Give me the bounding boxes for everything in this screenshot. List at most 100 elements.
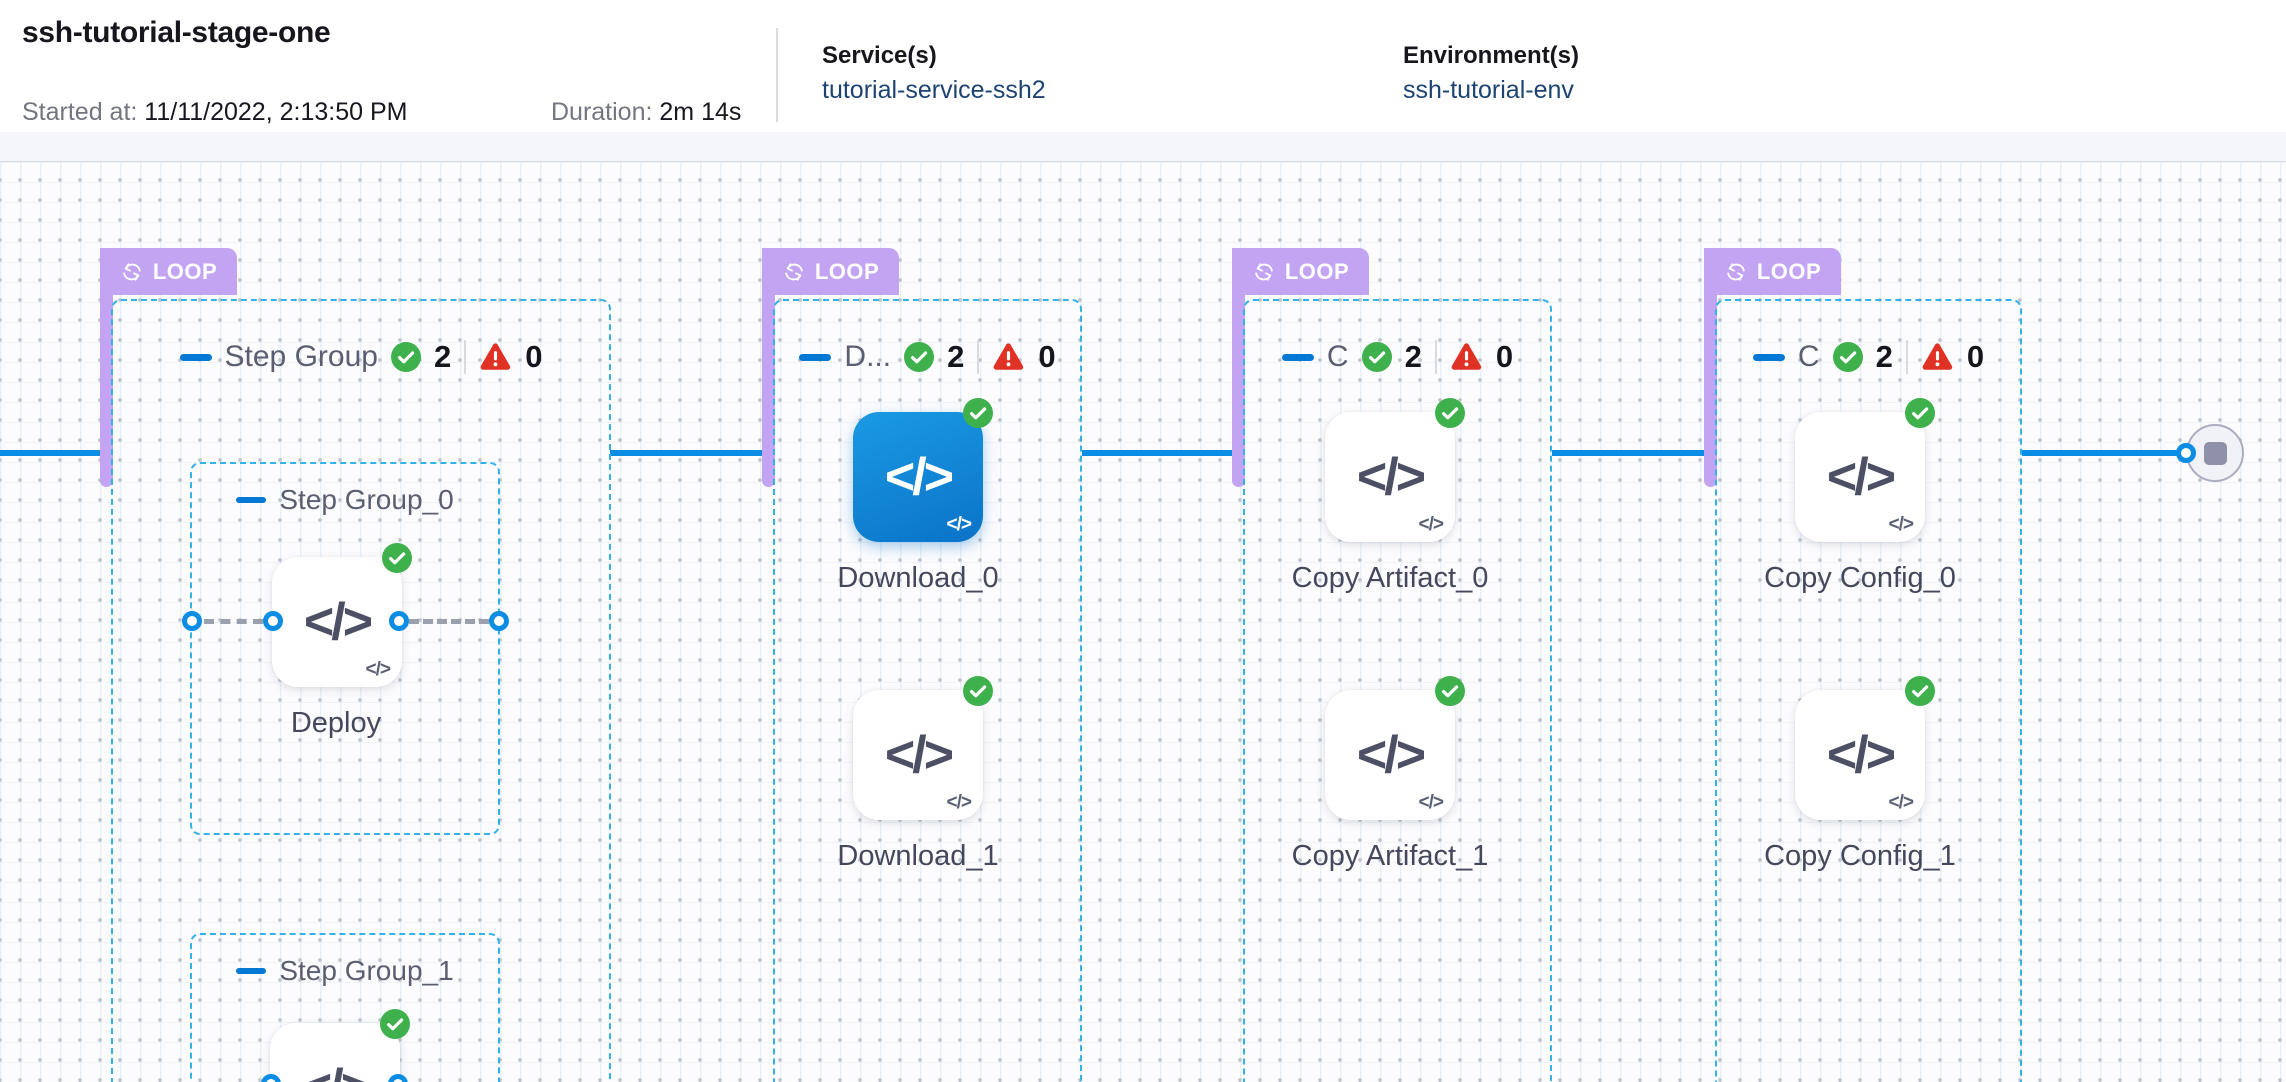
count-divider: [1434, 340, 1437, 374]
success-icon: [1361, 342, 1392, 372]
started-at: Started at: 11/11/2022, 2:13:50 PM: [22, 98, 407, 127]
started-at-label: Started at:: [22, 98, 145, 126]
environments-label: Environment(s): [1403, 42, 1580, 69]
step-group-header[interactable]: D... 2 0: [773, 336, 1082, 378]
step-success-icon: [1435, 676, 1465, 706]
step-group-header[interactable]: Step Group 2 0: [111, 336, 611, 378]
collapse-icon[interactable]: [236, 968, 267, 974]
stop-icon: [2203, 441, 2227, 465]
step-group-container[interactable]: [1243, 299, 1552, 1082]
step-label: Download_0: [837, 562, 999, 594]
duration-value: 2m 14s: [659, 98, 742, 126]
step-success-icon: [1905, 398, 1935, 428]
failed-count: 0: [1495, 339, 1514, 374]
connector-port[interactable]: [388, 1074, 408, 1082]
connector-port: [2176, 443, 2196, 463]
step-group-container[interactable]: [111, 299, 611, 1082]
loop-badge-label: LOOP: [152, 258, 218, 284]
loop-badge-label: LOOP: [1756, 258, 1822, 284]
step-card-download-0[interactable]: </> </>: [853, 412, 983, 542]
count-divider: [1905, 340, 1908, 374]
service-link[interactable]: tutorial-service-ssh2: [822, 76, 1046, 104]
step-card-copy-config-1[interactable]: </> </>: [1795, 690, 1925, 820]
code-icon: </>: [1356, 726, 1426, 784]
collapse-icon[interactable]: [179, 353, 212, 361]
loop-ribbon-strip: [100, 248, 113, 487]
success-count: 2: [1875, 339, 1893, 374]
execution-line-segment: [1552, 450, 1715, 456]
inner-step-group[interactable]: [190, 462, 500, 835]
collapse-icon[interactable]: [1281, 353, 1314, 361]
failed-count: 0: [525, 339, 543, 374]
step-success-icon: [1435, 398, 1465, 428]
failed-icon: [480, 343, 511, 370]
duration: Duration: 2m 14s: [551, 98, 741, 127]
connector-port[interactable]: [261, 1074, 281, 1082]
step-card[interactable]: </>: [270, 1023, 400, 1082]
step-group-container[interactable]: [773, 299, 1082, 1082]
connector-port[interactable]: [263, 611, 283, 631]
loop-badge-label: LOOP: [814, 258, 880, 284]
loop-badge[interactable]: LOOP: [100, 248, 237, 295]
step-card-copy-artifact-0[interactable]: </> </>: [1325, 412, 1455, 542]
loop-icon: [123, 262, 141, 281]
loop-icon: [785, 262, 803, 281]
loop-ribbon-strip: [762, 248, 775, 487]
collapse-icon[interactable]: [236, 497, 267, 503]
step-success-icon: [382, 543, 412, 573]
inner-step-group-header[interactable]: Step Group_0: [190, 482, 500, 518]
step-success-icon: [963, 398, 993, 428]
mini-code-icon: </>: [1418, 792, 1445, 813]
step-dashed-connector: [204, 619, 263, 624]
collapse-icon[interactable]: [799, 353, 832, 361]
code-icon: </>: [270, 1023, 400, 1082]
count-divider: [464, 340, 467, 374]
services-label: Service(s): [822, 42, 937, 69]
mini-code-icon: </>: [1418, 514, 1445, 535]
code-icon: </>: [1826, 448, 1896, 506]
inner-group-label: Step Group_1: [279, 955, 454, 986]
loop-ribbon-strip: [1232, 248, 1245, 487]
connector-port[interactable]: [489, 611, 509, 631]
mini-code-icon: </>: [1888, 514, 1915, 535]
step-success-icon: [963, 676, 993, 706]
loop-badge[interactable]: LOOP: [762, 248, 899, 295]
step-success-icon: [1905, 676, 1935, 706]
step-dashed-connector: [409, 619, 489, 624]
loop-icon: [1255, 262, 1273, 281]
header-divider: [776, 28, 778, 122]
step-label: Deploy: [290, 707, 382, 739]
step-group-header[interactable]: C 2 0: [1715, 336, 2022, 378]
step-card-deploy[interactable]: </> </>: [272, 557, 402, 687]
step-group-header[interactable]: C 2 0: [1243, 336, 1552, 378]
step-group-container[interactable]: [1715, 299, 2022, 1082]
success-icon: [904, 342, 935, 372]
step-card-copy-artifact-1[interactable]: </> </>: [1325, 690, 1455, 820]
pipeline-canvas[interactable]: LOOP Step Group 2 0 Step Group_0 </> </>: [0, 162, 2286, 1082]
loop-badge[interactable]: LOOP: [1232, 248, 1369, 295]
inner-step-group[interactable]: [190, 933, 500, 1082]
inner-step-group-header[interactable]: Step Group_1: [190, 953, 500, 989]
connector-port[interactable]: [389, 611, 409, 631]
connector-port[interactable]: [182, 611, 202, 631]
failed-count: 0: [1966, 339, 1985, 374]
code-icon: </>: [884, 726, 954, 784]
step-label: Copy Artifact_0: [1291, 562, 1489, 594]
loop-icon: [1727, 262, 1745, 281]
environment-link[interactable]: ssh-tutorial-env: [1403, 76, 1574, 104]
mini-code-icon: </>: [946, 514, 973, 535]
success-icon: [390, 342, 421, 372]
success-count: 2: [1404, 339, 1422, 374]
step-card-copy-config-0[interactable]: </> </>: [1795, 412, 1925, 542]
step-card-download-1[interactable]: </> </>: [853, 690, 983, 820]
collapse-icon[interactable]: [1752, 353, 1785, 361]
failed-icon: [993, 343, 1024, 370]
mini-code-icon: </>: [365, 659, 392, 680]
stage-end-node[interactable]: [2186, 424, 2244, 482]
loop-badge[interactable]: LOOP: [1704, 248, 1841, 295]
success-icon: [1832, 342, 1863, 372]
count-divider: [977, 340, 980, 374]
group-label: C: [1797, 340, 1820, 373]
execution-line-segment: [610, 450, 773, 456]
